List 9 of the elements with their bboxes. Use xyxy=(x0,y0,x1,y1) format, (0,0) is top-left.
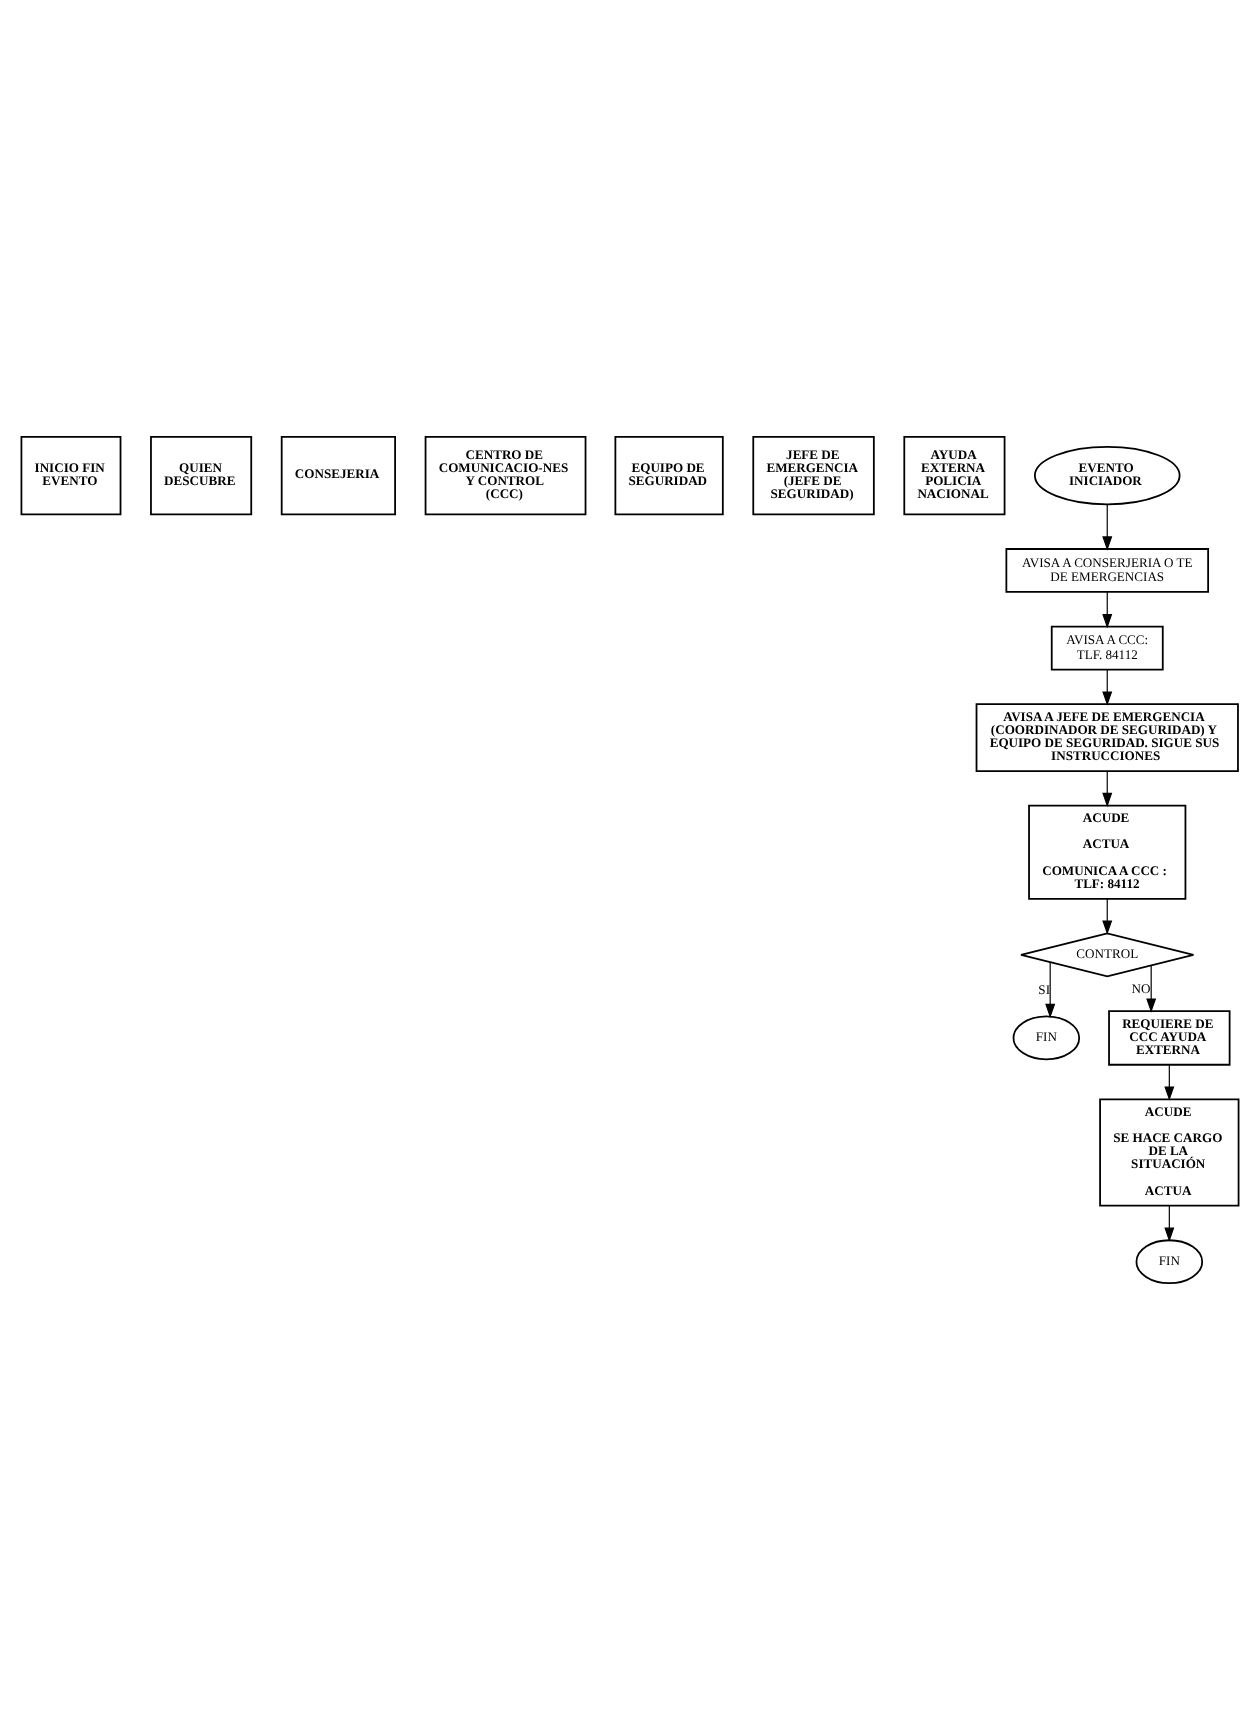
arrow xyxy=(1102,503,1113,551)
arrow xyxy=(1164,1064,1175,1101)
arrow xyxy=(1146,965,1157,1013)
arrow xyxy=(1102,591,1113,629)
arrow xyxy=(1164,1205,1175,1242)
arrow xyxy=(1102,898,1113,935)
arrow xyxy=(1102,669,1113,706)
arrow xyxy=(1102,770,1113,808)
arrow xyxy=(1045,961,1056,1019)
